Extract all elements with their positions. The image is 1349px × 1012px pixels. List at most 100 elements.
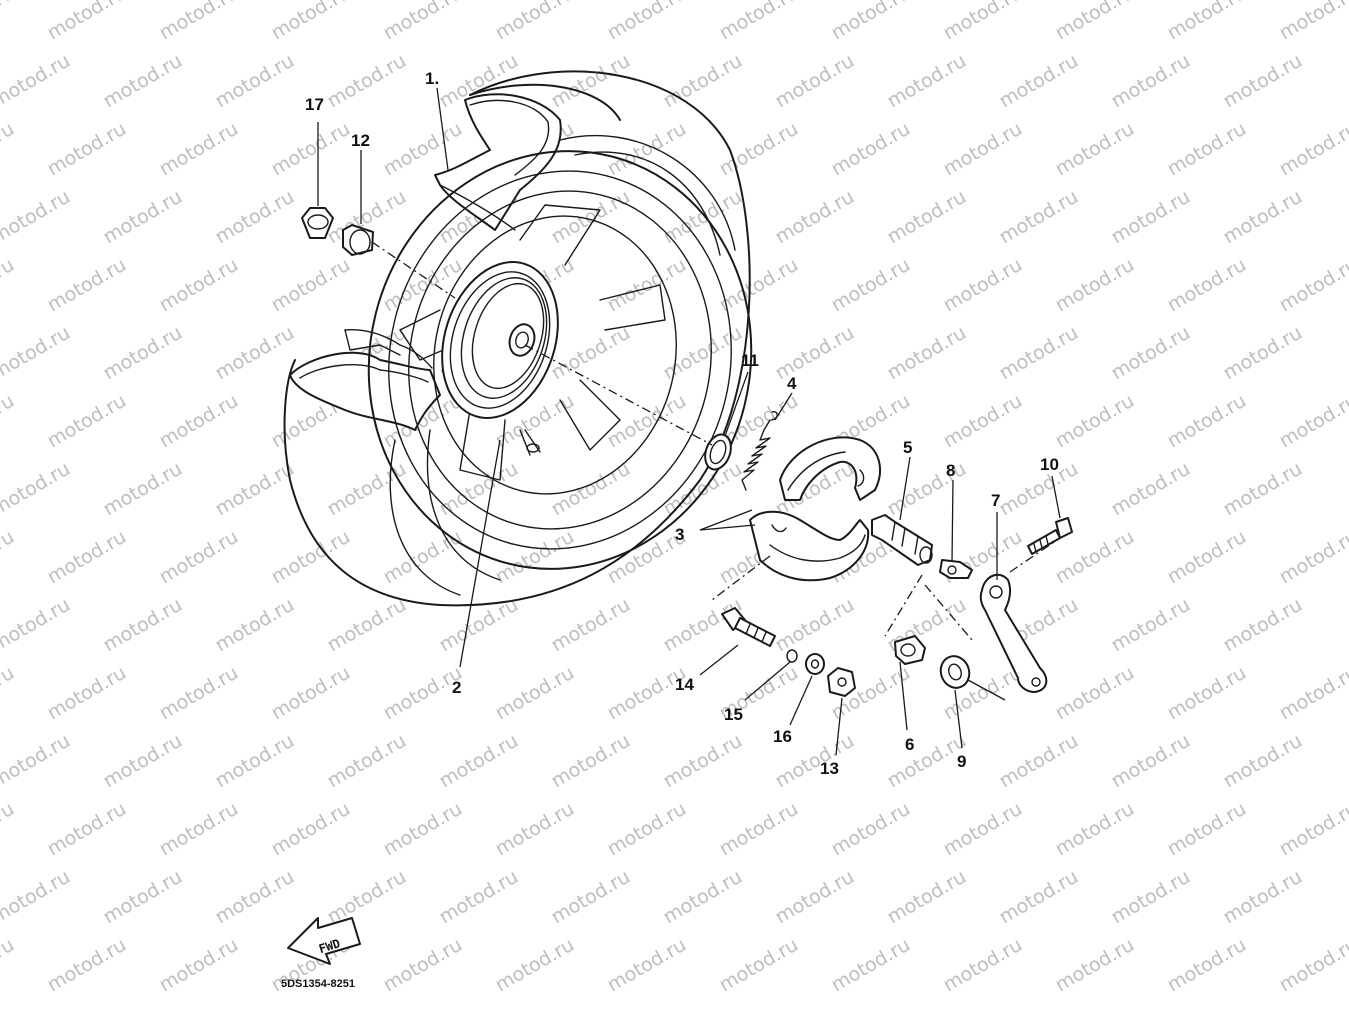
- part-11-o-ring: [704, 433, 732, 471]
- watermark-text: motod.ru: [996, 730, 1082, 793]
- part-9-washer: [939, 655, 971, 689]
- watermark-text: motod.ru: [156, 662, 242, 725]
- watermark-text: motod.ru: [1276, 934, 1349, 997]
- watermark-text: motod.ru: [604, 0, 690, 44]
- watermark-text: motod.ru: [884, 186, 970, 249]
- watermark-text: motod.ru: [212, 322, 298, 385]
- callout-12: 12: [351, 131, 370, 150]
- watermark-text: motod.ru: [772, 322, 858, 385]
- watermark-text: motod.ru: [1164, 934, 1250, 997]
- part-10-bolt: [1027, 517, 1073, 555]
- watermark-text: motod.ru: [0, 254, 18, 317]
- watermark-text: motod.ru: [0, 322, 74, 385]
- watermark-text: motod.ru: [660, 866, 746, 929]
- callout-6: 6: [905, 735, 914, 754]
- watermark-text: motod.ru: [44, 526, 130, 589]
- watermark-text: motod.ru: [44, 390, 130, 453]
- callout-8: 8: [946, 461, 955, 480]
- part-15-ring: [786, 649, 798, 663]
- watermark-text: motod.ru: [380, 254, 466, 317]
- part-7-camshaft-lever: [979, 573, 1048, 693]
- watermark-text: motod.ru: [1108, 50, 1194, 113]
- callout-16: 16: [773, 727, 792, 746]
- watermark-text: motod.ru: [940, 390, 1026, 453]
- watermark-text: motod.ru: [604, 934, 690, 997]
- watermark-text: motod.ru: [436, 866, 522, 929]
- watermark-text: motod.ru: [1220, 186, 1306, 249]
- watermark-text: motod.ru: [548, 322, 634, 385]
- watermark-text: motod.ru: [268, 0, 354, 44]
- watermark-text: motod.ru: [1276, 0, 1349, 44]
- watermark-text: motod.ru: [1220, 322, 1306, 385]
- callout-1: 1.: [425, 69, 439, 88]
- watermark-text: motod.ru: [380, 526, 466, 589]
- watermark-text: motod.ru: [492, 662, 578, 725]
- watermark-text: motod.ru: [0, 662, 18, 725]
- watermark-text: motod.ru: [1052, 662, 1138, 725]
- callout-14: 14: [675, 675, 694, 694]
- watermark-text: motod.ru: [212, 186, 298, 249]
- wheel-assembly: [283, 70, 753, 607]
- diagram-code: 5DS1354-8251: [281, 978, 355, 990]
- watermark-text: motod.ru: [156, 526, 242, 589]
- watermark-text: motod.ru: [828, 118, 914, 181]
- watermark-text: motod.ru: [492, 0, 578, 44]
- watermark-text: motod.ru: [324, 730, 410, 793]
- watermark-text: motod.ru: [716, 254, 802, 317]
- watermark-text: motod.ru: [268, 254, 354, 317]
- watermark-text: motod.ru: [324, 866, 410, 929]
- watermark-text: motod.ru: [0, 0, 18, 44]
- watermark-text: motod.ru: [548, 594, 634, 657]
- part-12-collar: [342, 224, 374, 256]
- fwd-arrow: FWD: [287, 917, 361, 965]
- watermark-text: motod.ru: [604, 254, 690, 317]
- watermark-text: motod.ru: [268, 662, 354, 725]
- watermark-text: motod.ru: [660, 50, 746, 113]
- watermark-text: motod.ru: [212, 458, 298, 521]
- watermark-text: motod.ru: [716, 798, 802, 861]
- watermark-text: motod.ru: [1108, 866, 1194, 929]
- watermark-text: motod.ru: [0, 390, 18, 453]
- watermark-text: motod.ru: [268, 526, 354, 589]
- watermark-text: motod.ru: [100, 458, 186, 521]
- callout-5: 5: [903, 438, 912, 457]
- watermark-text: motod.ru: [604, 118, 690, 181]
- watermark-text: motod.ru: [772, 50, 858, 113]
- watermark-text: motod.ru: [100, 50, 186, 113]
- watermark-text: motod.ru: [940, 934, 1026, 997]
- watermark-text: motod.ru: [380, 0, 466, 44]
- watermark-text: motod.ru: [492, 526, 578, 589]
- watermark-text: motod.ru: [716, 0, 802, 44]
- watermark-text: motod.ru: [1108, 186, 1194, 249]
- watermark-text: motod.ru: [1276, 118, 1349, 181]
- watermark-text: motod.ru: [604, 798, 690, 861]
- watermark-text: motod.ru: [0, 526, 18, 589]
- watermark-text: motod.ru: [1164, 0, 1250, 44]
- watermark-text: motod.ru: [884, 866, 970, 929]
- watermark-text: motod.ru: [828, 0, 914, 44]
- watermark-text: motod.ru: [1164, 390, 1250, 453]
- watermark-text: motod.ru: [324, 594, 410, 657]
- watermark-text: motod.ru: [268, 118, 354, 181]
- watermark-text: motod.ru: [492, 934, 578, 997]
- watermark-text: motod.ru: [996, 866, 1082, 929]
- watermark-text: motod.ru: [660, 322, 746, 385]
- watermark-text: motod.ru: [1220, 594, 1306, 657]
- watermark-text: motod.ru: [548, 866, 634, 929]
- watermark-text: motod.ru: [212, 730, 298, 793]
- watermark-text: motod.ru: [100, 322, 186, 385]
- callout-labels: 1. 2 3 4 5 6 7 8 9 10 11 12 13 14 15 16 …: [305, 69, 1059, 778]
- callout-2: 2: [452, 678, 461, 697]
- watermark-text: motod.ru: [1220, 730, 1306, 793]
- watermark-text: motod.ru: [0, 798, 18, 861]
- watermark-text: motod.ru: [548, 186, 634, 249]
- watermark-text: motod.ru: [156, 934, 242, 997]
- watermark-text: motod.ru: [772, 594, 858, 657]
- part-3-brake-shoes: [749, 436, 881, 582]
- watermark-text: motod.ru: [1052, 390, 1138, 453]
- watermark-text: motod.ru: [44, 0, 130, 44]
- watermark-text: motod.ru: [996, 186, 1082, 249]
- part-5-camshaft: [871, 514, 933, 566]
- watermark-text: motod.ru: [324, 50, 410, 113]
